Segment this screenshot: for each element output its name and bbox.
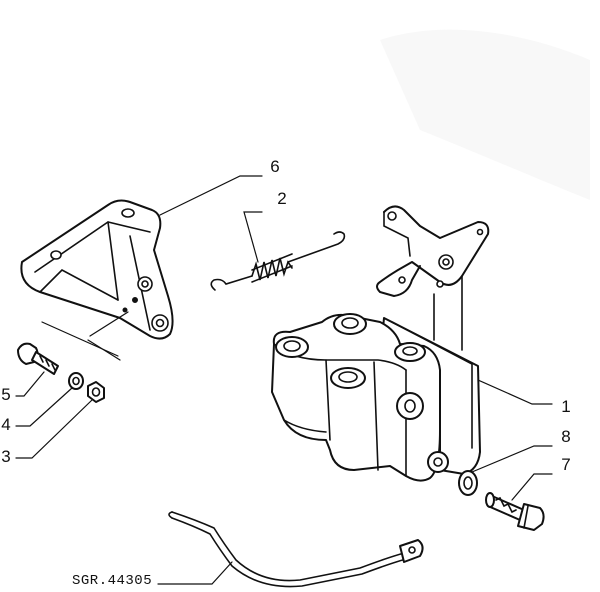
- callout-5: 5: [1, 385, 10, 404]
- reference-code: SGR.44305: [72, 573, 152, 589]
- part-5-small-bolt: [17, 342, 59, 375]
- scan-artifact: [380, 29, 590, 200]
- callout-1: 1: [561, 397, 570, 416]
- assembly-guide-lines: [41, 311, 129, 361]
- part-6-mounting-bracket: [20, 199, 174, 340]
- part-7-bolt: [485, 492, 545, 531]
- part-8-washer: [458, 470, 478, 496]
- callout-6: 6: [270, 157, 279, 176]
- part-3-nut: [87, 381, 105, 403]
- callout-7: 7: [561, 455, 570, 474]
- linkage-bracket: [376, 205, 490, 351]
- part-2-tension-spring: [210, 231, 346, 291]
- part-4-washer: [68, 372, 84, 390]
- callout-2: 2: [277, 189, 286, 208]
- callout-3: 3: [1, 447, 10, 466]
- leader-lines: [15, 175, 553, 585]
- callout-4: 4: [1, 415, 10, 434]
- reference-rod: [168, 511, 424, 588]
- callout-8: 8: [561, 427, 570, 446]
- part-1-valve-body: [271, 313, 481, 482]
